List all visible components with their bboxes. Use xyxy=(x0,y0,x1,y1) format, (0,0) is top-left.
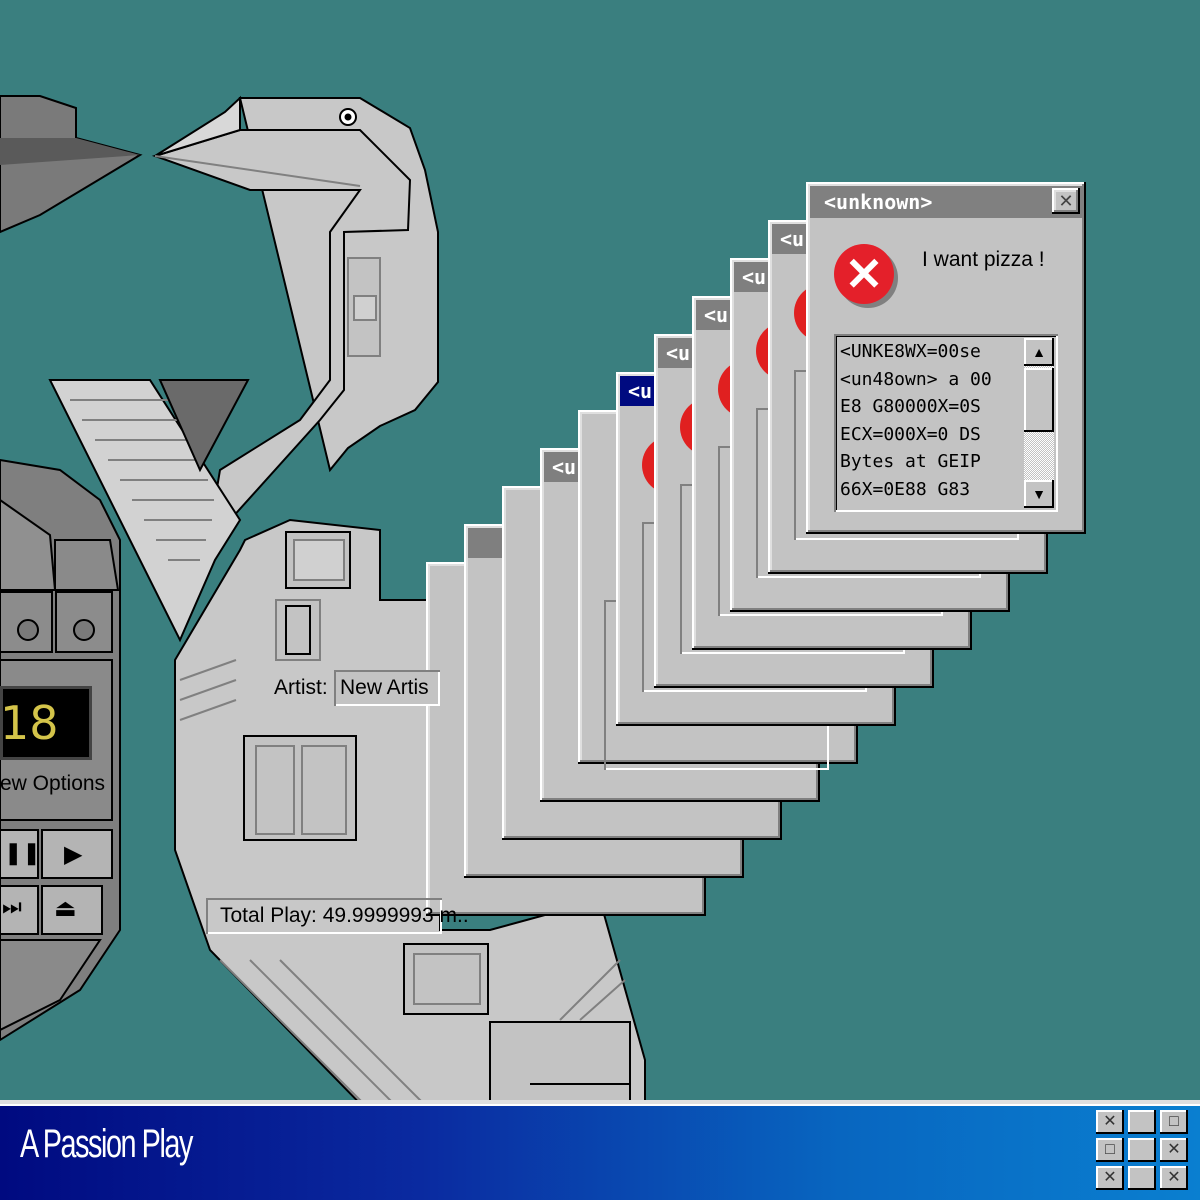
view-options-menu[interactable]: ew Options xyxy=(0,772,105,796)
eject-icon: ⏏ xyxy=(54,895,77,922)
details-line: ECX=000X=0 DS xyxy=(840,423,981,445)
close-icon[interactable]: ✕ xyxy=(1096,1166,1124,1190)
artist-label: Artist: xyxy=(274,676,328,699)
error-dialog: <unknown> ✕ ✕ I want pizza ! <UNKE8WX=00… xyxy=(806,182,1086,534)
details-line: <un48own> a 00 xyxy=(840,368,992,390)
maximize-icon[interactable]: □ xyxy=(1096,1138,1124,1162)
window-controls-grid: ✕ □ □ ✕ ✕ ✕ xyxy=(1094,1108,1190,1194)
scroll-up-button[interactable]: ▲ xyxy=(1024,338,1054,366)
details-line: Bytes at GEIP xyxy=(840,451,981,472)
details-line: <UNKE8WX=00se xyxy=(840,341,981,362)
blank-button[interactable] xyxy=(1128,1110,1156,1134)
play-icon: ▶ xyxy=(64,841,83,868)
play-button[interactable]: ▶ xyxy=(64,840,82,869)
track-number-display: 18 xyxy=(0,686,92,760)
arrow-down-icon: ▼ xyxy=(1032,486,1046,502)
maximize-icon[interactable]: □ xyxy=(1160,1110,1188,1134)
total-play-status: Total Play: 49.9999993 m.. xyxy=(206,898,469,934)
details-textbox[interactable]: <UNKE8WX=00se <un48own> a 00 E8 G80000X=… xyxy=(834,334,1058,512)
details-line: 66X=0E88 G83 xyxy=(840,478,971,500)
vertical-scrollbar[interactable]: ▲ ▼ xyxy=(1024,338,1054,508)
scroll-down-button[interactable]: ▼ xyxy=(1024,480,1054,508)
artist-field[interactable]: New Artis xyxy=(334,670,440,706)
close-button[interactable]: ✕ xyxy=(1052,188,1080,214)
next-track-button[interactable]: ⏭ xyxy=(2,894,22,920)
close-icon[interactable]: ✕ xyxy=(1096,1110,1124,1134)
next-track-icon: ⏭ xyxy=(2,894,22,919)
details-lines: <UNKE8WX=00se <un48own> a 00 E8 G80000X=… xyxy=(840,338,1026,503)
taskbar xyxy=(0,1100,1200,1200)
scroll-thumb[interactable] xyxy=(1024,368,1054,432)
arrow-up-icon: ▲ xyxy=(1032,344,1046,360)
blank-button[interactable] xyxy=(1128,1166,1156,1190)
dialog-title: <unknown> xyxy=(810,186,1082,218)
close-icon: ✕ xyxy=(1058,191,1074,211)
details-line: E8 G80000X=0S xyxy=(840,396,981,417)
close-icon[interactable]: ✕ xyxy=(1160,1166,1188,1190)
eject-button[interactable]: ⏏ xyxy=(54,894,77,923)
pause-icon: ❚❚ xyxy=(4,840,41,865)
taskbar-title: A Passion Play xyxy=(20,1122,193,1166)
dialog-message: I want pizza ! xyxy=(922,248,1045,271)
blank-button[interactable] xyxy=(1128,1138,1156,1162)
error-icon: ✕ xyxy=(834,244,894,304)
pause-button[interactable]: ❚❚ xyxy=(4,840,41,866)
close-icon[interactable]: ✕ xyxy=(1160,1138,1188,1162)
view-options-label: ew Options xyxy=(0,772,106,795)
